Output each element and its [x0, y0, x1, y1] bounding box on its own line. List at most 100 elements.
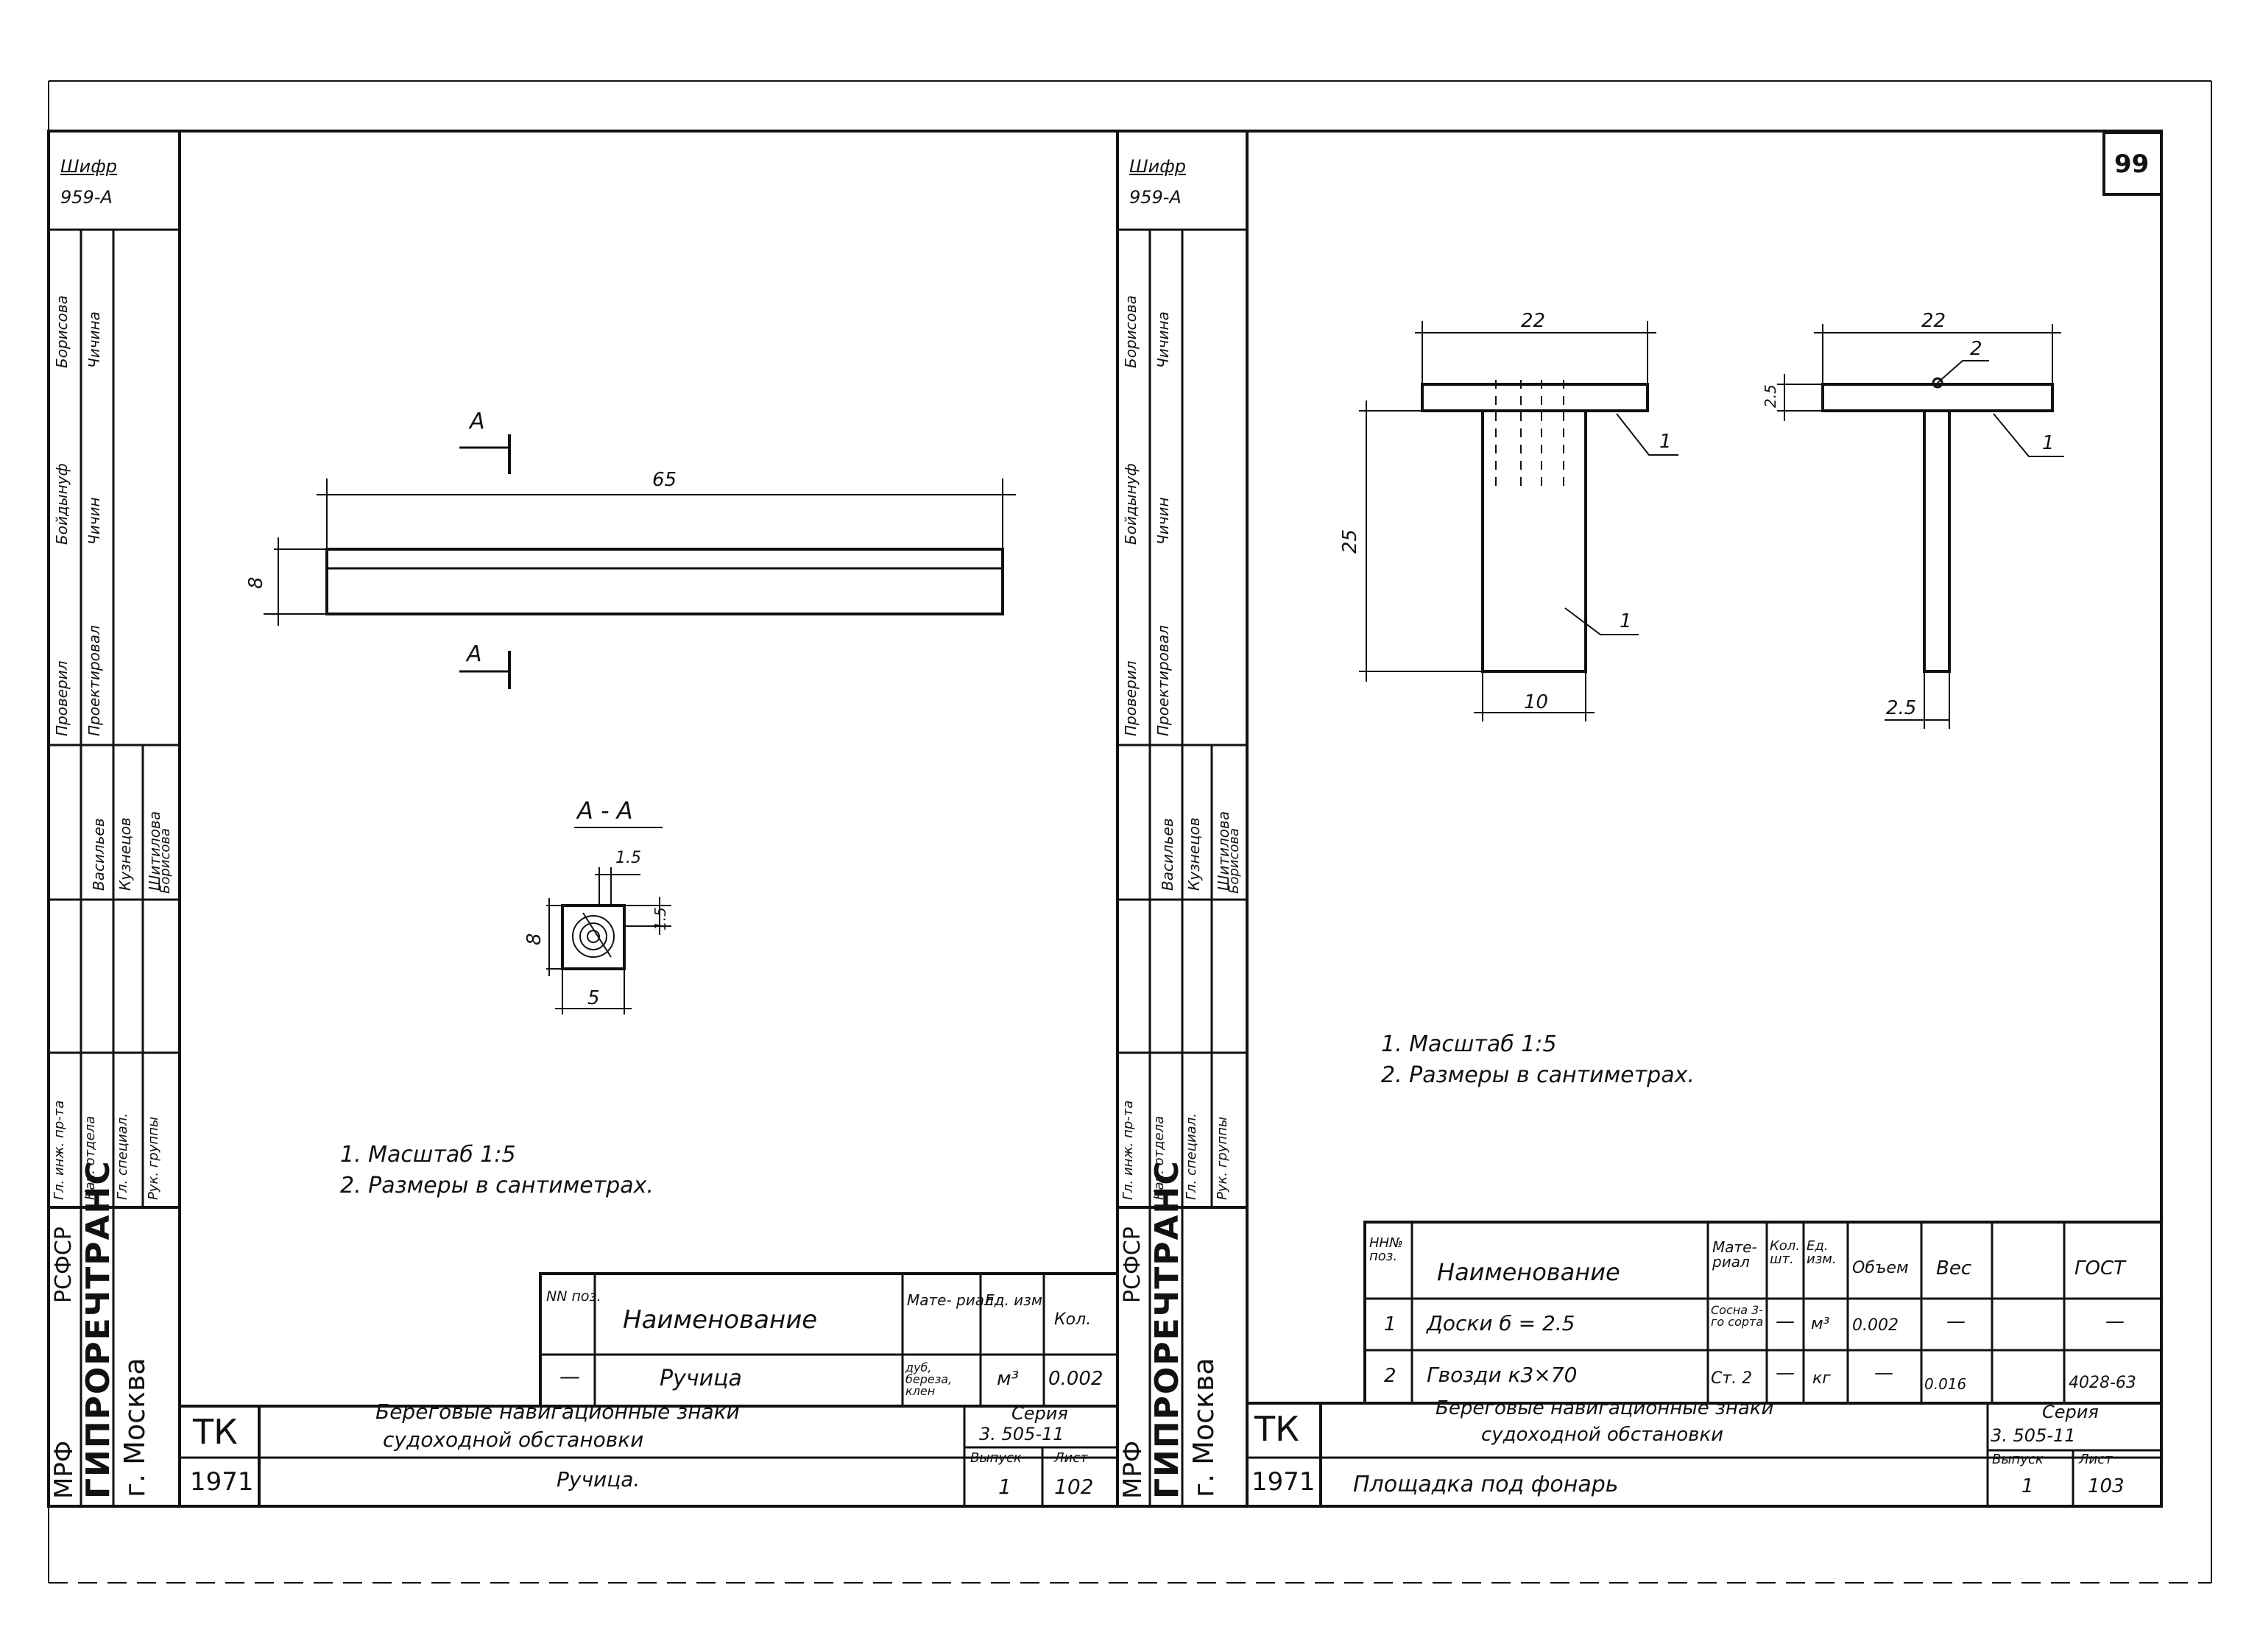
- right-signer-3: Бойдынуф: [1122, 463, 1140, 545]
- dim-stem-thickness: 2.5: [1886, 697, 1916, 719]
- left-tb-year: 1971: [190, 1467, 254, 1497]
- right-spec-row2-material: Ст. 2: [1711, 1369, 1753, 1388]
- left-spec-h-unit: Ед. изм.: [985, 1291, 1048, 1309]
- right-spec-row1-weight: —: [1946, 1310, 1966, 1332]
- left-spec-h-material: Мате- риал.: [907, 1291, 999, 1309]
- right-cipher-value: 959-А: [1129, 187, 1182, 208]
- left-signer-5: Кузнецов: [116, 817, 134, 891]
- right-org-rsfsr: РСФСР: [1120, 1226, 1145, 1303]
- left-spec-unit: м³: [997, 1368, 1020, 1390]
- right-tb-year: 1971: [1251, 1467, 1316, 1497]
- right-org-name: ГИПРОРЕЧТРАНС: [1148, 1159, 1186, 1499]
- left-signer-1: Борисова: [53, 295, 71, 368]
- right-note-1: 1. Масштаб 1:5: [1381, 1031, 1557, 1057]
- page-number: 99: [2114, 149, 2150, 179]
- right-role-designed: Проектировал: [1154, 625, 1172, 736]
- right-spec-row1-material: Сосна 3-го сорта: [1711, 1303, 1764, 1329]
- left-note-2: 2. Размеры в сантиметрах.: [340, 1173, 654, 1199]
- left-spec-h-pos: NN поз.: [546, 1288, 601, 1305]
- left-spec-qty: 0.002: [1048, 1368, 1103, 1390]
- right-spec-h-material: Мате- риал: [1712, 1238, 1757, 1271]
- left-org-name: ГИПРОРЕЧТРАНС: [80, 1159, 117, 1499]
- dim-section-top: 1.5: [615, 849, 641, 867]
- dim-board-thickness: 2.5: [1762, 384, 1779, 408]
- dim-platform-width: 10: [1524, 691, 1548, 713]
- left-tb-series-label: Серия: [1011, 1403, 1068, 1424]
- left-tb-sheet-title: Ручица.: [557, 1467, 640, 1492]
- right-tb-title-2: судоходной обстановки: [1481, 1424, 1724, 1446]
- right-spec-row2-pos: 2: [1384, 1365, 1396, 1387]
- right-tb-issue-value: 1: [2021, 1475, 2034, 1497]
- left-tb-sheet-label: Лист: [1054, 1450, 1088, 1466]
- left-tb-series-value: 3. 505-11: [979, 1424, 1064, 1444]
- left-org-ministry: МРФ: [49, 1440, 79, 1499]
- right-signer-2: Чичина: [1154, 311, 1172, 368]
- right-spec-h-pos: НН№ поз.: [1369, 1235, 1403, 1264]
- left-role-designed: Проектировал: [85, 625, 103, 736]
- left-signer-8: Борисова: [158, 827, 173, 894]
- right-org-city: г. Москва: [1187, 1358, 1220, 1497]
- right-spec-row1-count: —: [1776, 1310, 1795, 1332]
- right-tb-issue-label: Выпуск: [1992, 1452, 2044, 1467]
- right-spec-row2-unit: кг: [1812, 1369, 1831, 1388]
- left-spec-item-name: Ручица: [660, 1366, 742, 1391]
- left-role-group-head: Рук. группы: [146, 1116, 161, 1200]
- left-org-rsfsr: РСФСР: [51, 1226, 77, 1303]
- left-spec-h-name: Наименование: [623, 1305, 818, 1335]
- callout-1-stem: 1: [1620, 610, 1632, 632]
- left-signer-6: Васильев: [90, 818, 107, 891]
- left-tb-issue-value: 1: [998, 1475, 1011, 1499]
- left-tb-code: ТК: [193, 1412, 238, 1452]
- right-org-ministry: МРФ: [1118, 1440, 1148, 1499]
- left-signer-3: Бойдынуф: [53, 463, 71, 545]
- right-role-chief-eng: Гл. инж. пр-та: [1120, 1100, 1136, 1200]
- dim-handle-height: 8: [245, 576, 267, 589]
- left-tb-issue-label: Выпуск: [970, 1450, 1022, 1466]
- dim-section-height: 8: [523, 933, 545, 945]
- right-signer-5: Кузнецов: [1185, 817, 1203, 891]
- right-spec-h-unit: Ед. изм.: [1807, 1238, 1837, 1267]
- left-spec-h-qty: Кол.: [1054, 1310, 1092, 1329]
- left-spec-material: дуб, береза, клен: [905, 1360, 953, 1398]
- right-tb-series-value: 3. 505-11: [1991, 1425, 2076, 1446]
- right-spec-row2-name: Гвозди к3×70: [1427, 1363, 1578, 1387]
- section-title: А - А: [576, 797, 633, 825]
- right-role-checked: Проверил: [1122, 660, 1140, 736]
- right-role-group-head: Рук. группы: [1215, 1116, 1230, 1200]
- right-role-specialist: Гл. специал.: [1184, 1113, 1199, 1200]
- left-role-specialist: Гл. специал.: [115, 1113, 130, 1200]
- right-spec-row1-unit: м³: [1811, 1315, 1830, 1333]
- right-spec-row1-volume: 0.002: [1852, 1316, 1899, 1335]
- right-signer-6: Васильев: [1159, 818, 1176, 891]
- dim-platform-length-side: 22: [1921, 310, 1946, 332]
- right-tb-title-1: Береговые навигационные знаки: [1436, 1397, 1774, 1419]
- right-spec-row1-pos: 1: [1384, 1313, 1396, 1335]
- left-cipher-label: Шифр: [60, 156, 118, 177]
- right-spec-h-name: Наименование: [1437, 1258, 1620, 1286]
- right-spec-h-weight: Вес: [1936, 1257, 1972, 1279]
- section-mark-top: А: [468, 409, 485, 434]
- dim-platform-height: 25: [1339, 529, 1361, 554]
- left-signer-4: Чичин: [85, 497, 103, 545]
- right-tb-code: ТК: [1254, 1409, 1299, 1449]
- dim-platform-length-front: 22: [1521, 310, 1545, 332]
- right-spec-row2-weight: 0.016: [1924, 1375, 1967, 1393]
- right-spec-h-gost: ГОСТ: [2074, 1257, 2125, 1279]
- right-spec-row1-gost: —: [2105, 1310, 2125, 1332]
- callout-2-nails: 2: [1970, 338, 1982, 360]
- right-spec-row2-gost: 4028-63: [2069, 1374, 2136, 1392]
- right-spec-h-count: Кол. шт.: [1770, 1238, 1801, 1267]
- right-spec-row2-count: —: [1776, 1362, 1795, 1384]
- callout-1-side: 1: [2042, 432, 2055, 454]
- left-role-checked: Проверил: [53, 660, 71, 736]
- dim-section-side: 1.5: [651, 907, 669, 931]
- dim-handle-length: 65: [652, 469, 677, 491]
- left-spec-pos: —: [559, 1364, 580, 1388]
- left-note-1: 1. Масштаб 1:5: [340, 1142, 516, 1168]
- right-signer-4: Чичин: [1154, 497, 1172, 545]
- right-tb-sheet-value: 103: [2088, 1475, 2125, 1497]
- right-spec-row2-volume: —: [1874, 1362, 1893, 1384]
- left-org-city: г. Москва: [119, 1358, 151, 1497]
- left-tb-title-1: Береговые навигационные знаки: [375, 1399, 740, 1424]
